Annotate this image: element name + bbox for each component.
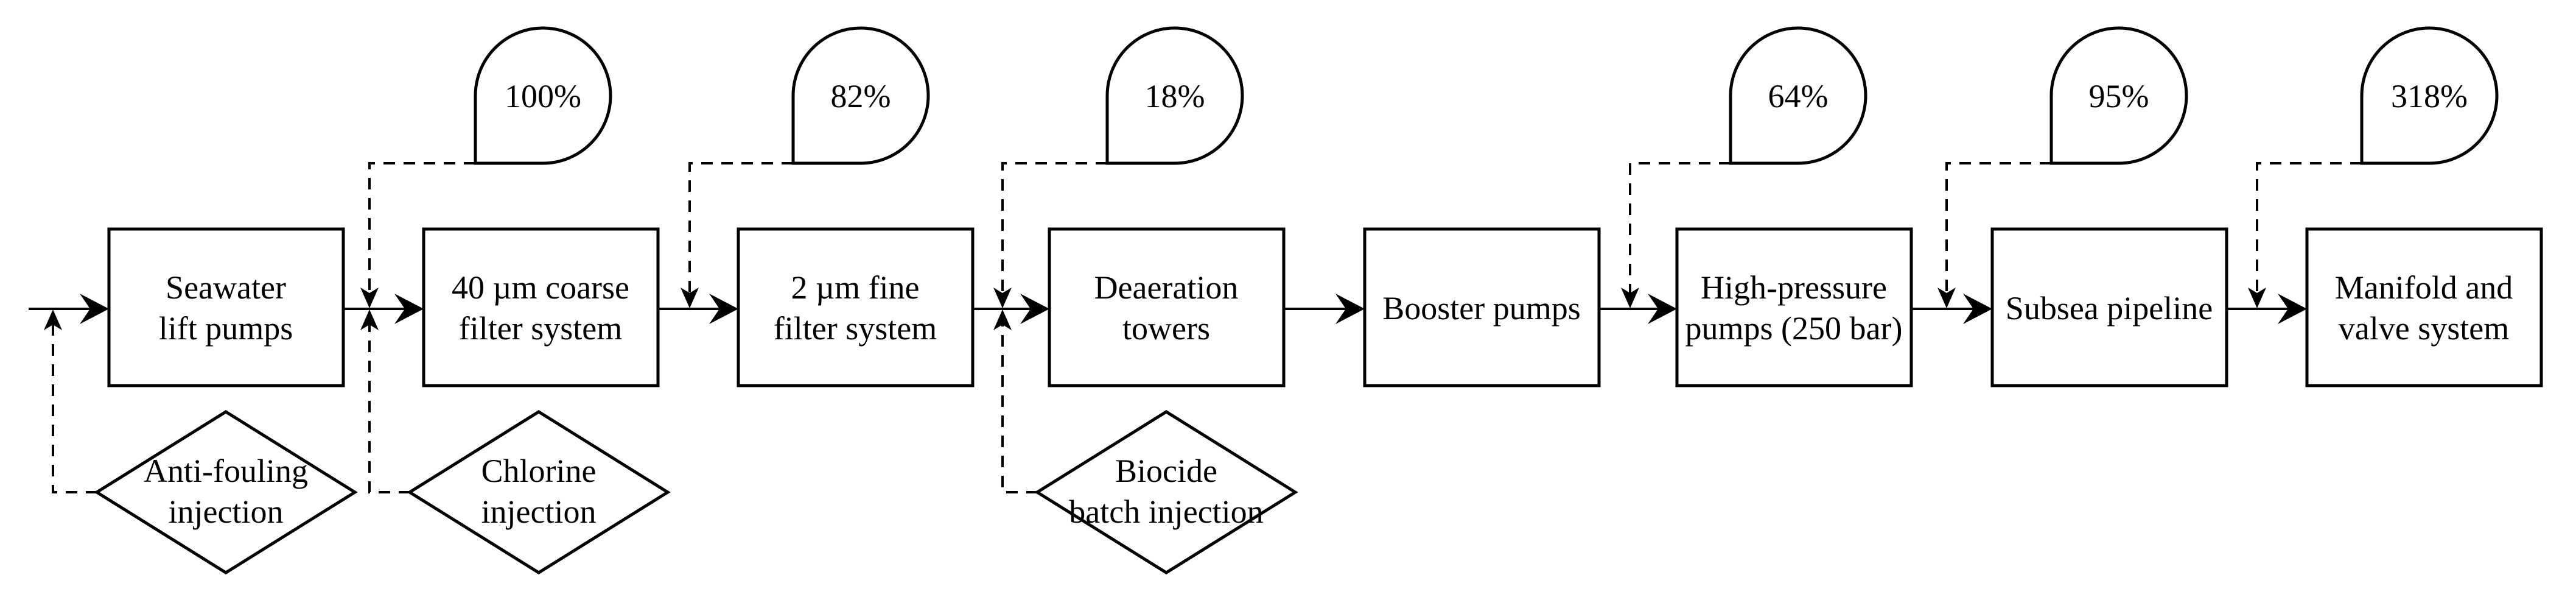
injection-label-line: Biocide (1115, 453, 1217, 489)
flow-meter-droplet-shape (2049, 26, 2188, 165)
process-box-deaeration-towers (1048, 227, 1286, 387)
process-box-label-line: 2 µm fine (791, 269, 919, 306)
flow-meter-value: 95% (2089, 78, 2149, 115)
process-box-group: Seawater lift pumps 40 µm coarse filter … (107, 227, 2543, 387)
process-box-high-pressure-pumps (1675, 227, 1913, 387)
injection-diamond (407, 410, 671, 574)
arrowhead-right-icon (80, 294, 109, 324)
injection-label-line: injection (169, 493, 284, 530)
process-box-fine-filter-system (737, 227, 975, 387)
arrowhead-right-icon (1335, 294, 1365, 324)
process-box-label-line: pumps (250 bar) (1685, 310, 1903, 347)
flow-meter-value: 18% (1145, 78, 1205, 115)
injection-diamond (94, 410, 358, 574)
arrowhead-down-icon (2248, 288, 2266, 308)
injection-label-line: Anti-fouling (144, 453, 308, 489)
process-box-label-line: 40 µm coarse (452, 269, 629, 306)
injection-label-line: Chlorine (481, 453, 597, 489)
meter-connector-dashed-line (1945, 162, 2051, 305)
injection-label-line: batch injection (1069, 493, 1263, 530)
meter-connector-dashed-line (368, 162, 475, 305)
injection-group: Anti-fouling injection Chlorine injectio… (44, 309, 1298, 574)
process-box-manifold-valve-system (2305, 227, 2543, 387)
arrowhead-right-icon (394, 294, 424, 324)
flow-meter-droplet-shape (1729, 26, 1867, 165)
process-box-seawater-lift-pumps (107, 227, 345, 387)
arrowhead-up-icon (360, 309, 379, 330)
process-box-label-line: filter system (774, 310, 937, 347)
flow-meter-group: 100% 82% 18% 64% 95% 318% (360, 26, 2499, 308)
process-box-label-line: Seawater (166, 269, 286, 306)
flow-meter-droplet-shape (791, 26, 930, 165)
process-box-label-line: Subsea pipeline (2006, 290, 2213, 327)
meter-connector-dashed-line (2256, 162, 2362, 305)
meter-connector-dashed-line (1001, 162, 1107, 305)
arrowhead-down-icon (360, 288, 379, 308)
injection-diamond (1034, 410, 1298, 574)
process-box-label-line: Manifold and (2335, 269, 2513, 306)
flow-meter-droplet-shape (474, 26, 612, 165)
injection-connector-dashed-line (368, 313, 410, 493)
process-box-label-line: lift pumps (159, 310, 293, 347)
injection-label-line: injection (481, 493, 597, 530)
flow-meter-value: 82% (831, 78, 891, 115)
flow-meter-value: 64% (1768, 78, 1829, 115)
process-box-label-line: towers (1122, 310, 1210, 347)
process-box-booster-pumps (1363, 227, 1601, 387)
arrowhead-right-icon (1020, 294, 1049, 324)
arrowhead-down-icon (681, 288, 699, 308)
process-box-label-line: filter system (459, 310, 622, 347)
main-flow-group (29, 294, 2307, 324)
arrowhead-right-icon (709, 294, 738, 324)
injection-connector-dashed-line (52, 313, 97, 493)
injection-connector-dashed-line (1001, 313, 1038, 493)
arrowhead-up-icon (993, 309, 1012, 330)
arrowhead-up-icon (44, 309, 62, 330)
process-box-subsea-pipeline (1990, 227, 2228, 387)
arrowhead-down-icon (1621, 288, 1639, 308)
flow-meter-value: 100% (505, 78, 581, 115)
flow-meter-droplet-shape (2360, 26, 2499, 165)
arrowhead-down-icon (993, 288, 1012, 308)
meter-connector-dashed-line (1629, 162, 1731, 305)
process-box-label-line: High-pressure (1701, 269, 1887, 306)
meter-connector-dashed-line (688, 162, 793, 305)
process-box-coarse-filter-system (422, 227, 660, 387)
arrowhead-right-icon (1648, 294, 1677, 324)
process-box-label-line: valve system (2339, 310, 2509, 347)
process-box-label-line: Deaeration (1094, 269, 1239, 306)
arrowhead-right-icon (2278, 294, 2307, 324)
arrowhead-right-icon (1963, 294, 1992, 324)
flow-meter-value: 318% (2391, 78, 2468, 115)
arrowhead-down-icon (1937, 288, 1956, 308)
flow-meter-droplet-shape (1105, 26, 1244, 165)
process-box-label-line: Booster pumps (1382, 290, 1581, 327)
